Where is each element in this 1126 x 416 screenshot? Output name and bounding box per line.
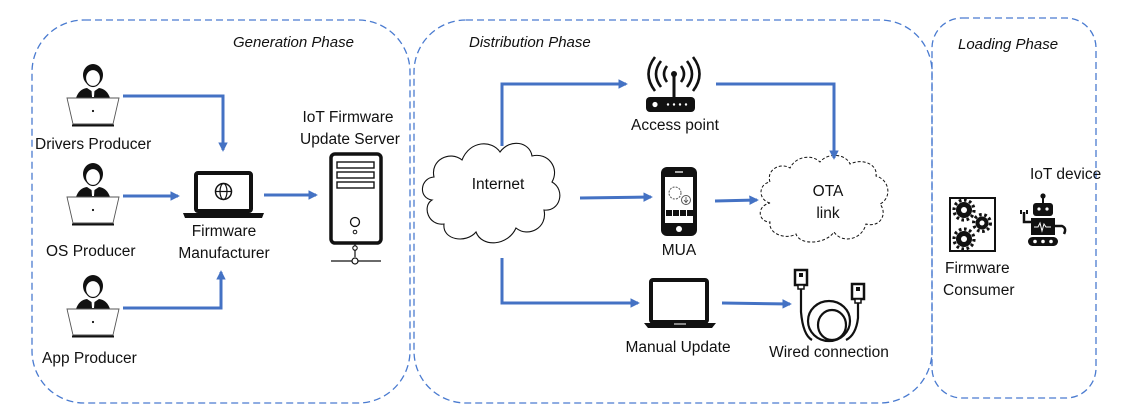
arrow-manual-update-to-wired xyxy=(721,299,792,309)
os-producer-node: OS Producer xyxy=(46,162,136,260)
server-icon xyxy=(329,152,383,265)
arrow-drivers-to-manufacturer xyxy=(123,94,228,152)
iot-device-node: IoT device xyxy=(1020,166,1101,246)
manual-update-label: Manual Update xyxy=(625,339,730,356)
arrow-internet-to-access-point xyxy=(500,79,628,146)
ethernet-cable-icon xyxy=(793,268,866,343)
access-point-label: Access point xyxy=(631,117,720,134)
app-producer-node: App Producer xyxy=(42,274,137,367)
firmware-consumer-label-1: Firmware xyxy=(945,260,1010,277)
update-server-node: IoT Firmware Update Server xyxy=(300,109,400,265)
person-laptop-icon xyxy=(66,63,120,127)
arrow-access-point-to-ota xyxy=(716,82,839,160)
wired-connection-label: Wired connection xyxy=(769,344,889,361)
firmware-manufacturer-label-2: Manufacturer xyxy=(178,245,269,262)
wifi-router-icon xyxy=(646,56,701,112)
wired-connection-node: Wired connection xyxy=(769,268,889,361)
arrow-internet-to-mua xyxy=(579,192,653,202)
firmware-manufacturer-node: Firmware Manufacturer xyxy=(178,171,270,262)
os-producer-label: OS Producer xyxy=(46,243,136,260)
laptop-globe-icon xyxy=(183,171,264,218)
firmware-manufacturer-label-1: Firmware xyxy=(192,223,257,240)
internet-label: Internet xyxy=(472,176,525,193)
distribution-phase-title: Distribution Phase xyxy=(469,34,591,51)
robot-icon xyxy=(1020,193,1067,246)
app-producer-label: App Producer xyxy=(42,350,137,367)
mua-label: MUA xyxy=(662,242,697,259)
drivers-producer-label: Drivers Producer xyxy=(35,136,151,153)
cloud-icon xyxy=(421,142,561,244)
loading-phase-title: Loading Phase xyxy=(958,36,1058,53)
firmware-consumer-label-2: Consumer xyxy=(943,282,1015,299)
internet-node: Internet xyxy=(421,142,561,244)
dashed-cloud-icon xyxy=(759,155,889,243)
access-point-node: Access point xyxy=(631,56,720,134)
person-laptop-icon xyxy=(66,162,120,226)
update-server-label-1: IoT Firmware xyxy=(302,109,393,126)
iot-device-label: IoT device xyxy=(1030,166,1101,183)
laptop-icon xyxy=(644,278,716,328)
arrow-app-to-manufacturer xyxy=(123,270,226,310)
mua-node: MUA xyxy=(661,167,697,259)
generation-phase-box xyxy=(31,19,411,404)
generation-phase-title: Generation Phase xyxy=(233,34,354,51)
arrow-mua-to-ota xyxy=(714,195,759,205)
manual-update-node: Manual Update xyxy=(625,278,731,356)
firmware-consumer-node: Firmware Consumer xyxy=(943,197,1015,299)
ota-link-node: OTA link xyxy=(759,155,889,243)
ota-link-label-2: link xyxy=(816,205,840,222)
arrow-internet-to-manual-update xyxy=(500,258,640,308)
update-server-label-2: Update Server xyxy=(300,131,400,148)
person-laptop-icon xyxy=(66,274,120,338)
smartphone-icon xyxy=(661,167,697,236)
distribution-phase-box xyxy=(413,19,933,404)
loading-phase-box xyxy=(931,17,1097,399)
ota-link-label-1: OTA xyxy=(813,183,844,200)
drivers-producer-node: Drivers Producer xyxy=(35,63,151,153)
gears-icon xyxy=(949,197,996,252)
